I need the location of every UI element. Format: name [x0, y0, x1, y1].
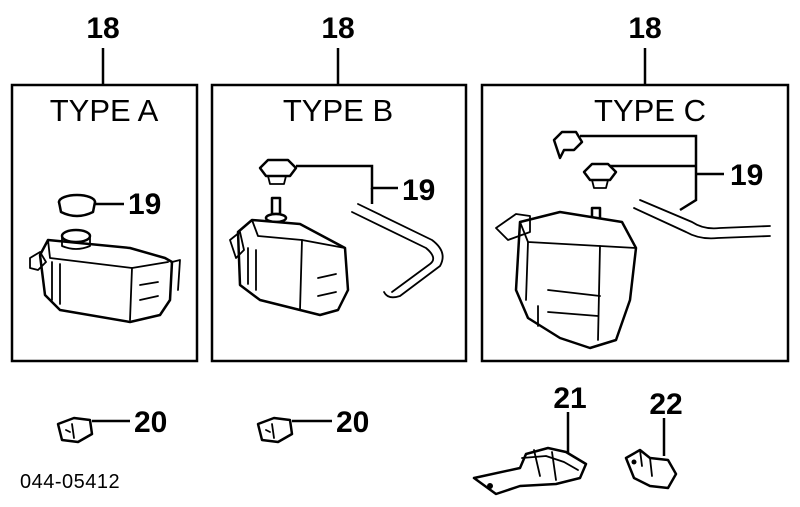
- callout-19-type-c: 19: [730, 159, 763, 192]
- reservoir-tank-type-c: [495, 130, 771, 350]
- reservoir-tank-type-b: [229, 158, 444, 317]
- callout-19-type-b: 19: [402, 174, 435, 207]
- callout-20-a: 20: [134, 406, 167, 439]
- type-a-label: TYPE A: [50, 93, 159, 128]
- type-b-label: TYPE B: [283, 93, 393, 128]
- callout-18-type-b: 18: [321, 12, 354, 45]
- callout-18-type-c: 18: [628, 12, 661, 45]
- callout-22: 22: [649, 388, 682, 421]
- callout-18-type-a: 18: [86, 12, 119, 45]
- bracket-part-21: [472, 446, 588, 496]
- panel-type-c: [480, 83, 790, 363]
- callout-19-type-a: 19: [128, 188, 161, 221]
- reservoir-tank-type-a: [29, 193, 181, 324]
- panel-type-b: [210, 83, 468, 363]
- leader-line-19-c-hose: [679, 174, 698, 212]
- callout-20-b: 20: [336, 406, 369, 439]
- callout-21: 21: [553, 382, 586, 415]
- clip-part-20-a: [56, 416, 94, 444]
- clip-part-20-b: [256, 416, 294, 444]
- panel-type-a: [10, 83, 199, 363]
- leader-line-19-b-cap: [296, 164, 398, 190]
- diagram-code: 044-05412: [20, 471, 120, 493]
- clip-part-22: [624, 448, 678, 490]
- type-c-label: TYPE C: [594, 93, 706, 128]
- leader-line-19-c-clamp: [580, 134, 698, 174]
